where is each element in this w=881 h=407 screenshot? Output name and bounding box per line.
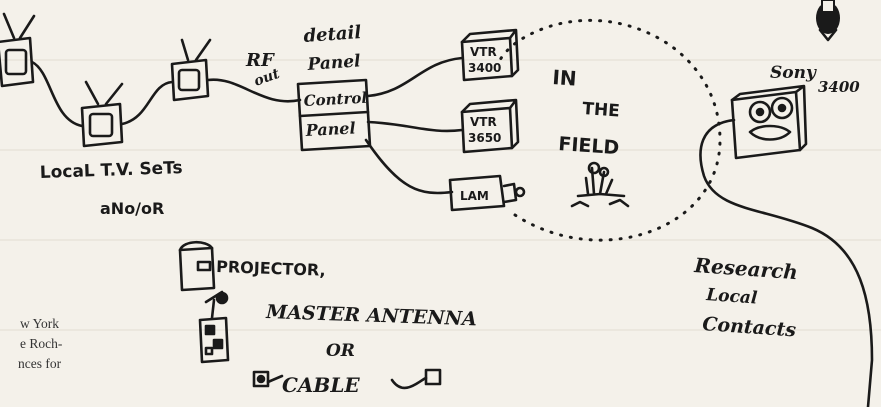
label-vtr-3650: VTR: [470, 115, 497, 129]
master-antenna-icon: [200, 292, 228, 362]
label-master-antenna: MASTER ANTENNA: [265, 301, 477, 330]
label-detail-panel: Panel: [306, 51, 362, 75]
printed-text-line: w York: [20, 316, 59, 331]
label-control-panel: Control: [303, 89, 368, 110]
projector-icon: [180, 242, 214, 290]
label-and-or: aNo/oR: [100, 199, 164, 218]
label-vtr-3400: VTR: [470, 45, 497, 59]
label-vtr-3650: 3650: [468, 131, 501, 145]
tv-set-icon: [172, 40, 210, 100]
tv-set-icon: [82, 82, 122, 146]
label-lam: LAM: [460, 189, 489, 203]
label-control-panel: Panel: [304, 118, 356, 140]
connection-line: [366, 58, 462, 193]
label-sony-3400: Sony: [770, 63, 817, 83]
label-projector: PROJECTOR,: [216, 257, 326, 280]
cable-connector-icon: [254, 372, 268, 386]
label-in-the-field: THE: [582, 99, 621, 122]
label-sony-3400: 3400: [818, 78, 860, 96]
label-vtr-3400: 3400: [468, 61, 501, 75]
microphone-icon: [816, 0, 840, 40]
label-in-the-field: FIELD: [558, 133, 620, 159]
label-or: OR: [326, 341, 355, 361]
label-detail-panel: detail: [303, 22, 362, 47]
label-cable: CABLE: [282, 373, 360, 397]
printed-text-line: nces for: [18, 356, 62, 371]
grass-doodle-icon: [572, 163, 628, 206]
field-boundary-circle: [500, 20, 720, 240]
printed-text-line: e Roch-: [20, 336, 63, 351]
label-local-tv-sets: LocaL T.V. SeTs: [39, 158, 182, 183]
label-local: Local: [705, 285, 759, 309]
tv-set-icon: [0, 14, 34, 86]
label-contacts: Contacts: [702, 313, 797, 342]
label-in-the-field: IN: [552, 65, 578, 91]
cable-connector-icon: [426, 370, 440, 384]
sony-3400-box: [732, 86, 806, 158]
label-research: Research: [693, 253, 799, 284]
